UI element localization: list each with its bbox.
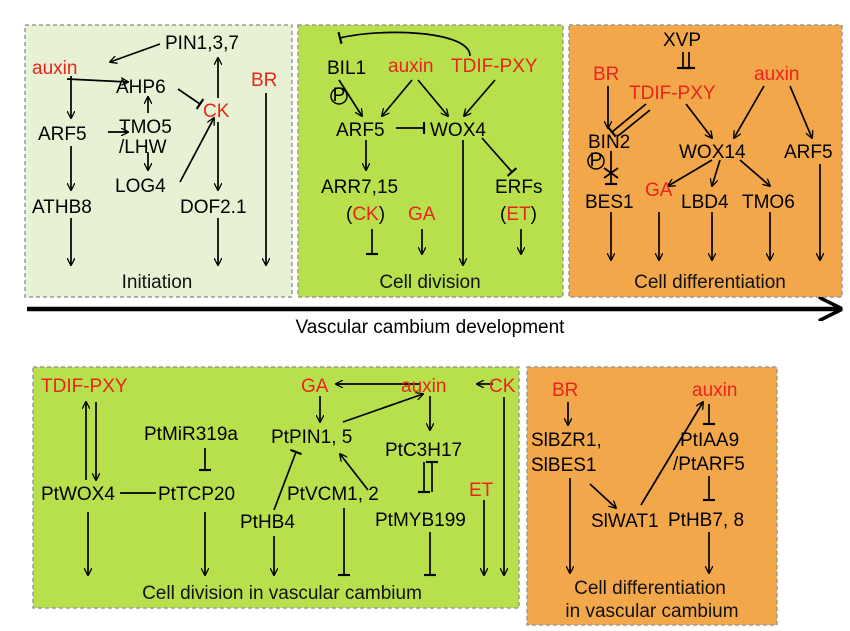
div-node-arf5: ARF5 bbox=[336, 120, 385, 141]
tom-node-auxin: auxin bbox=[692, 380, 737, 401]
init-caption: Initiation bbox=[122, 272, 193, 293]
pop-node-auxin: auxin bbox=[401, 376, 446, 397]
pop-node-et: ET bbox=[469, 480, 494, 501]
dif-node-lbd4: LBD4 bbox=[681, 192, 729, 213]
dif-node-bes1: BES1 bbox=[585, 192, 634, 213]
cell-differentiation-edges bbox=[587, 52, 820, 260]
pop-node-pin: PtPIN1, 5 bbox=[271, 427, 352, 448]
tom-node-wat1: SlWAT1 bbox=[591, 511, 659, 532]
init-node-dof: DOF2.1 bbox=[180, 197, 247, 218]
div-node-arr: ARR7,15 bbox=[321, 177, 398, 198]
pop-caption: Cell division in vascular cambium bbox=[142, 583, 422, 604]
dif-node-tmo6: TMO6 bbox=[742, 192, 795, 213]
dif-caption: Cell differentiation bbox=[634, 272, 786, 293]
dif-node-ga: GA bbox=[645, 180, 673, 201]
panel-cell-differentiation bbox=[568, 24, 843, 298]
pop-node-vcm: PtVCM1, 2 bbox=[287, 484, 379, 505]
pop-node-hb4: PtHB4 bbox=[240, 512, 295, 533]
pop-node-myb199: PtMYB199 bbox=[375, 510, 466, 531]
init-node-ck: CK bbox=[203, 101, 230, 122]
div-node-auxin: auxin bbox=[388, 56, 433, 77]
cell-division-edges bbox=[330, 31, 521, 265]
pop-node-c3h17: PtC3H17 bbox=[385, 440, 462, 461]
init-node-lhw: /LHW bbox=[119, 137, 167, 158]
init-node-tmo5: TMO5 bbox=[119, 117, 172, 138]
dif-node-arf5: ARF5 bbox=[784, 142, 833, 163]
dif-phospho-p: P bbox=[590, 150, 603, 171]
init-node-br: BR bbox=[251, 70, 277, 91]
div-caption: Cell division bbox=[379, 272, 480, 293]
initiation-edges bbox=[66, 43, 266, 265]
dif-node-wox14: WOX14 bbox=[679, 142, 746, 163]
tom-caption-line1: Cell differentiation bbox=[574, 578, 726, 599]
tom-node-br: BR bbox=[552, 380, 578, 401]
dif-node-br: BR bbox=[593, 64, 619, 85]
init-node-athb8: ATHB8 bbox=[32, 197, 92, 218]
dif-node-auxin: auxin bbox=[754, 64, 799, 85]
init-node-ahp6: AHP6 bbox=[116, 77, 166, 98]
dif-node-xvp: XVP bbox=[663, 30, 701, 51]
div-phospho-p: P bbox=[333, 85, 346, 106]
div-node-et-group: (ET) bbox=[500, 204, 537, 225]
panel-initiation bbox=[24, 24, 293, 298]
div-node-ga: GA bbox=[408, 204, 436, 225]
init-node-pin: PIN1,3,7 bbox=[165, 33, 239, 54]
pop-node-ck: CK bbox=[489, 376, 516, 397]
div-node-ck-group: (CK) bbox=[346, 204, 385, 225]
div-node-erfs: ERFs bbox=[495, 177, 543, 198]
pop-node-ga: GA bbox=[301, 376, 329, 397]
init-node-log4: LOG4 bbox=[115, 176, 166, 197]
init-node-arf5: ARF5 bbox=[38, 124, 87, 145]
poplar-division-edges bbox=[86, 384, 504, 577]
div-node-bil1: BIL1 bbox=[327, 58, 366, 79]
div-node-tdif: TDIF-PXY bbox=[451, 56, 538, 77]
tom-node-bes1: SlBES1 bbox=[531, 455, 596, 476]
tom-node-hb7: PtHB7, 8 bbox=[668, 510, 744, 531]
pop-node-wox4: PtWOX4 bbox=[41, 484, 115, 505]
tom-caption-line2: in vascular cambium bbox=[565, 601, 738, 622]
dif-node-tdif: TDIF-PXY bbox=[629, 83, 716, 104]
pop-node-tcp20: PtTCP20 bbox=[158, 484, 235, 505]
pop-node-tdif: TDIF-PXY bbox=[41, 376, 128, 397]
tom-node-arf5: /PtARF5 bbox=[673, 454, 745, 475]
dif-node-bin2: BIN2 bbox=[588, 132, 630, 153]
pop-node-mir: PtMiR319a bbox=[144, 424, 238, 445]
div-node-wox4: WOX4 bbox=[430, 120, 486, 141]
init-node-auxin: auxin bbox=[32, 58, 77, 79]
tom-node-bzr1: SlBZR1, bbox=[531, 430, 602, 451]
tomato-differentiation-edges bbox=[568, 402, 715, 573]
timeline-label: Vascular cambium development bbox=[296, 317, 566, 338]
tom-node-iaa9: PtIAA9 bbox=[680, 430, 739, 451]
